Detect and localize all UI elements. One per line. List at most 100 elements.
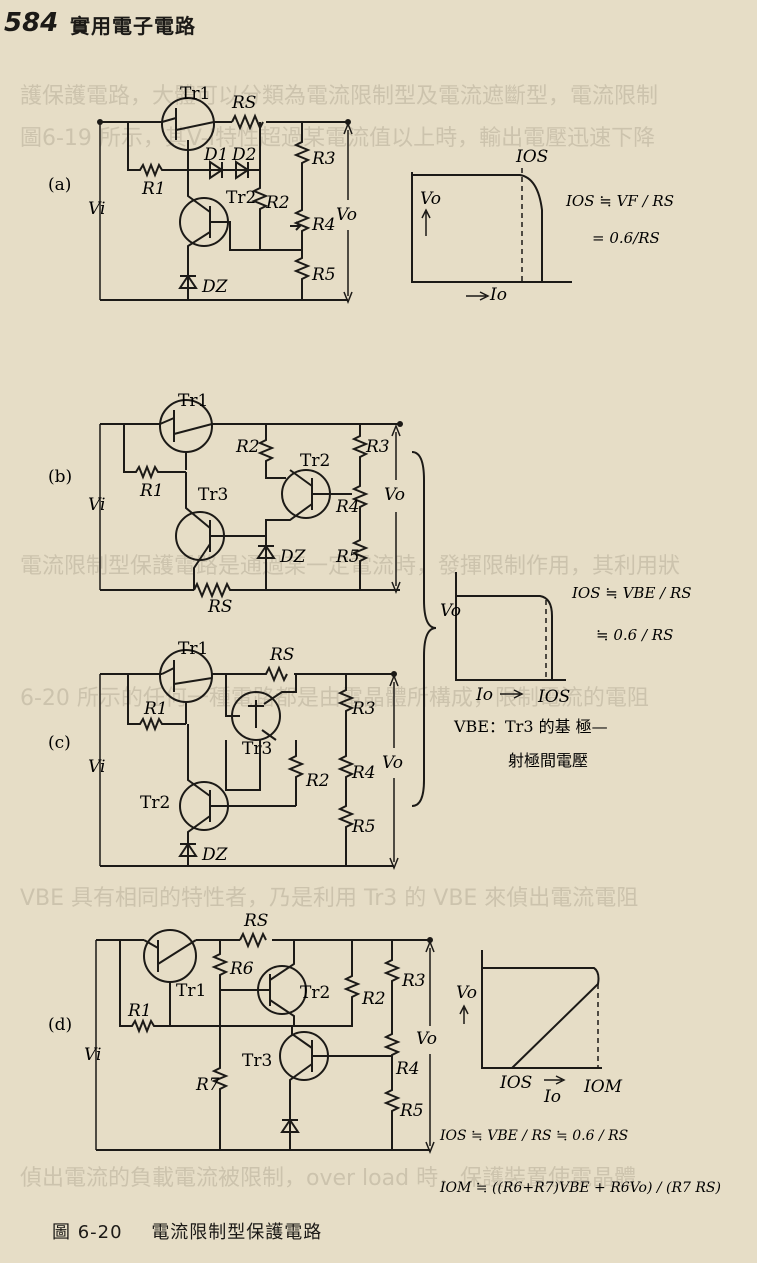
dz-zener (256, 536, 276, 590)
formula-d-line1: IOS ≒ VBE / RS ≒ 0.6 / RS (439, 1128, 628, 1144)
r2-label: R2 (305, 771, 330, 791)
r2-label: R2 (361, 989, 386, 1009)
circuit-a: (a) Tr1 RS R1 D1 D2 Tr2 (48, 84, 357, 305)
tr2-leads (220, 940, 295, 1026)
r1-resistor (119, 940, 170, 1034)
circuit-d: (d) Tr1 RS R1 R6 Tr2 R2 (48, 911, 437, 1155)
graph-a-y-arrow (421, 208, 431, 236)
tr3-label: Tr3 (242, 739, 272, 759)
graph-d-axes (481, 950, 602, 1069)
r5-label: R5 (311, 265, 336, 285)
divider-resistors (351, 424, 369, 590)
figure-caption: 圖 6-20 電流限制型保護電路 (52, 1218, 322, 1244)
vo-label: Vo (382, 753, 403, 773)
graph-a-curve (412, 174, 543, 282)
tr1-label: Tr1 (180, 84, 210, 104)
graph-d-x-arrow (544, 1075, 566, 1085)
d2-diode (235, 160, 250, 180)
note-bc-line1: VBE：Tr3 的基 極— (453, 717, 608, 736)
tr1-leads (161, 660, 213, 724)
graph-a-ios-label: IOS (515, 147, 548, 167)
rs-resistor (193, 581, 240, 599)
rs-resistor (239, 931, 267, 949)
r4-label: R4 (395, 1059, 420, 1079)
running-title: 實用電子電路 (70, 14, 196, 38)
divider-resistors (383, 940, 401, 1150)
bleed-through-text: 護保護電路，大體可以分類為電流限制型及電流遮斷型，電流限制 (20, 84, 659, 109)
r5-label: R5 (351, 817, 376, 837)
graph-d-y-arrow (459, 1004, 469, 1024)
tr3-leads (219, 1000, 392, 1112)
circuit-a-label: (a) (48, 175, 71, 195)
dz-label: DZ (279, 547, 307, 567)
tr3-leads (225, 674, 297, 741)
graph-bc-ios-label: IOS (537, 687, 570, 707)
r1-label: R1 (141, 179, 166, 199)
dz-zener (178, 832, 198, 866)
r2-label: R2 (235, 437, 260, 457)
bleed-through-text: 6-20 所示的任何一種電路都是由電晶體所構成，限制電流的電阻 (20, 686, 649, 711)
rs-label: RS (207, 597, 232, 617)
tr2-leads (187, 724, 296, 866)
formula-d-line2: IOM ≒ ((R6+R7)VBE + R6Vo) / (R7 RS) (439, 1180, 721, 1196)
graph-d-iom-label: IOM (583, 1077, 623, 1097)
r1-label: R1 (139, 481, 164, 501)
r5-label: R5 (335, 547, 360, 567)
bleed-through-text: 圖6-19 所示，其V-I特性超過某電流值以上時，輸出電壓迅速下降 (20, 126, 656, 151)
circuit-c: (c) Tr1 RS R1 Tr3 Tr2 R2 (48, 639, 403, 871)
rs-label: RS (231, 93, 256, 113)
graph-a: Vo Io IOS IOS ≒ VF / RS = 0.6/RS (411, 147, 674, 305)
r3-label: R3 (365, 437, 390, 457)
vi-label: Vi (88, 199, 105, 219)
r6-resistor (211, 940, 229, 1000)
tr3-label: Tr3 (198, 485, 228, 505)
graph-bc: Vo Io IOS IOS ≒ VBE / RS ≒ 0.6 / RS VBE：… (440, 572, 692, 770)
r4-label: R4 (335, 497, 360, 517)
formula-bc-line2: ≒ 0.6 / RS (596, 626, 673, 644)
tr2-leads (265, 469, 352, 536)
formula-a-line1: IOS ≒ VF / RS (565, 192, 674, 210)
vo-arrow (425, 939, 435, 1155)
dz-zener (178, 268, 198, 300)
bleed-through-text: VBE 具有相同的特性者，乃是利用 Tr3 的 VBE 來偵出電流電阻 (20, 886, 639, 911)
r7-label: R7 (195, 1075, 220, 1095)
graph-bc-x-label: Io (475, 685, 493, 705)
r2-label: R2 (265, 193, 290, 213)
tr2-label: Tr2 (300, 451, 330, 471)
vo-arrow (389, 673, 399, 871)
graph-d-x-label: Io (543, 1087, 561, 1107)
r2-resistor (287, 740, 305, 806)
vi-label: Vi (88, 495, 105, 515)
note-bc-line2: 射極間電壓 (508, 751, 588, 770)
vi-label: Vi (84, 1045, 101, 1065)
r3-label: R3 (311, 149, 336, 169)
graph-bc-y-label: Vo (440, 601, 461, 621)
circuit-b-label: (b) (48, 467, 72, 487)
tr2-label: Tr2 (300, 983, 330, 1003)
r2-resistor (170, 940, 361, 1027)
graph-a-x-label: Io (489, 285, 507, 305)
vo-label: Vo (416, 1029, 437, 1049)
graph-d-ios-label: IOS (499, 1073, 532, 1093)
tr3-leads (185, 472, 266, 590)
tr3-label: Tr3 (242, 1051, 272, 1071)
tr1-leads (143, 939, 197, 1026)
dz-label: DZ (201, 277, 229, 297)
bleed-through-text: 電流限制型保護電路是通過某一定電流時，發揮限制作用，其利用狀 (20, 554, 681, 579)
r1-label: R1 (127, 1001, 152, 1021)
r4-label: R4 (311, 215, 336, 235)
rs-label: RS (269, 645, 294, 665)
graph-a-x-arrow (466, 291, 490, 301)
tr1-leads (161, 108, 215, 152)
r1-resistor (123, 424, 186, 480)
brace (411, 451, 437, 807)
graph-a-axes (411, 172, 572, 283)
r2-resistor (257, 424, 286, 479)
d2-label: D2 (231, 145, 256, 165)
r1-resistor (127, 674, 186, 732)
r3-label: R3 (351, 699, 376, 719)
tr1-label: Tr1 (178, 639, 208, 659)
dz-label: DZ (201, 845, 229, 865)
vo-arrow (343, 121, 353, 305)
